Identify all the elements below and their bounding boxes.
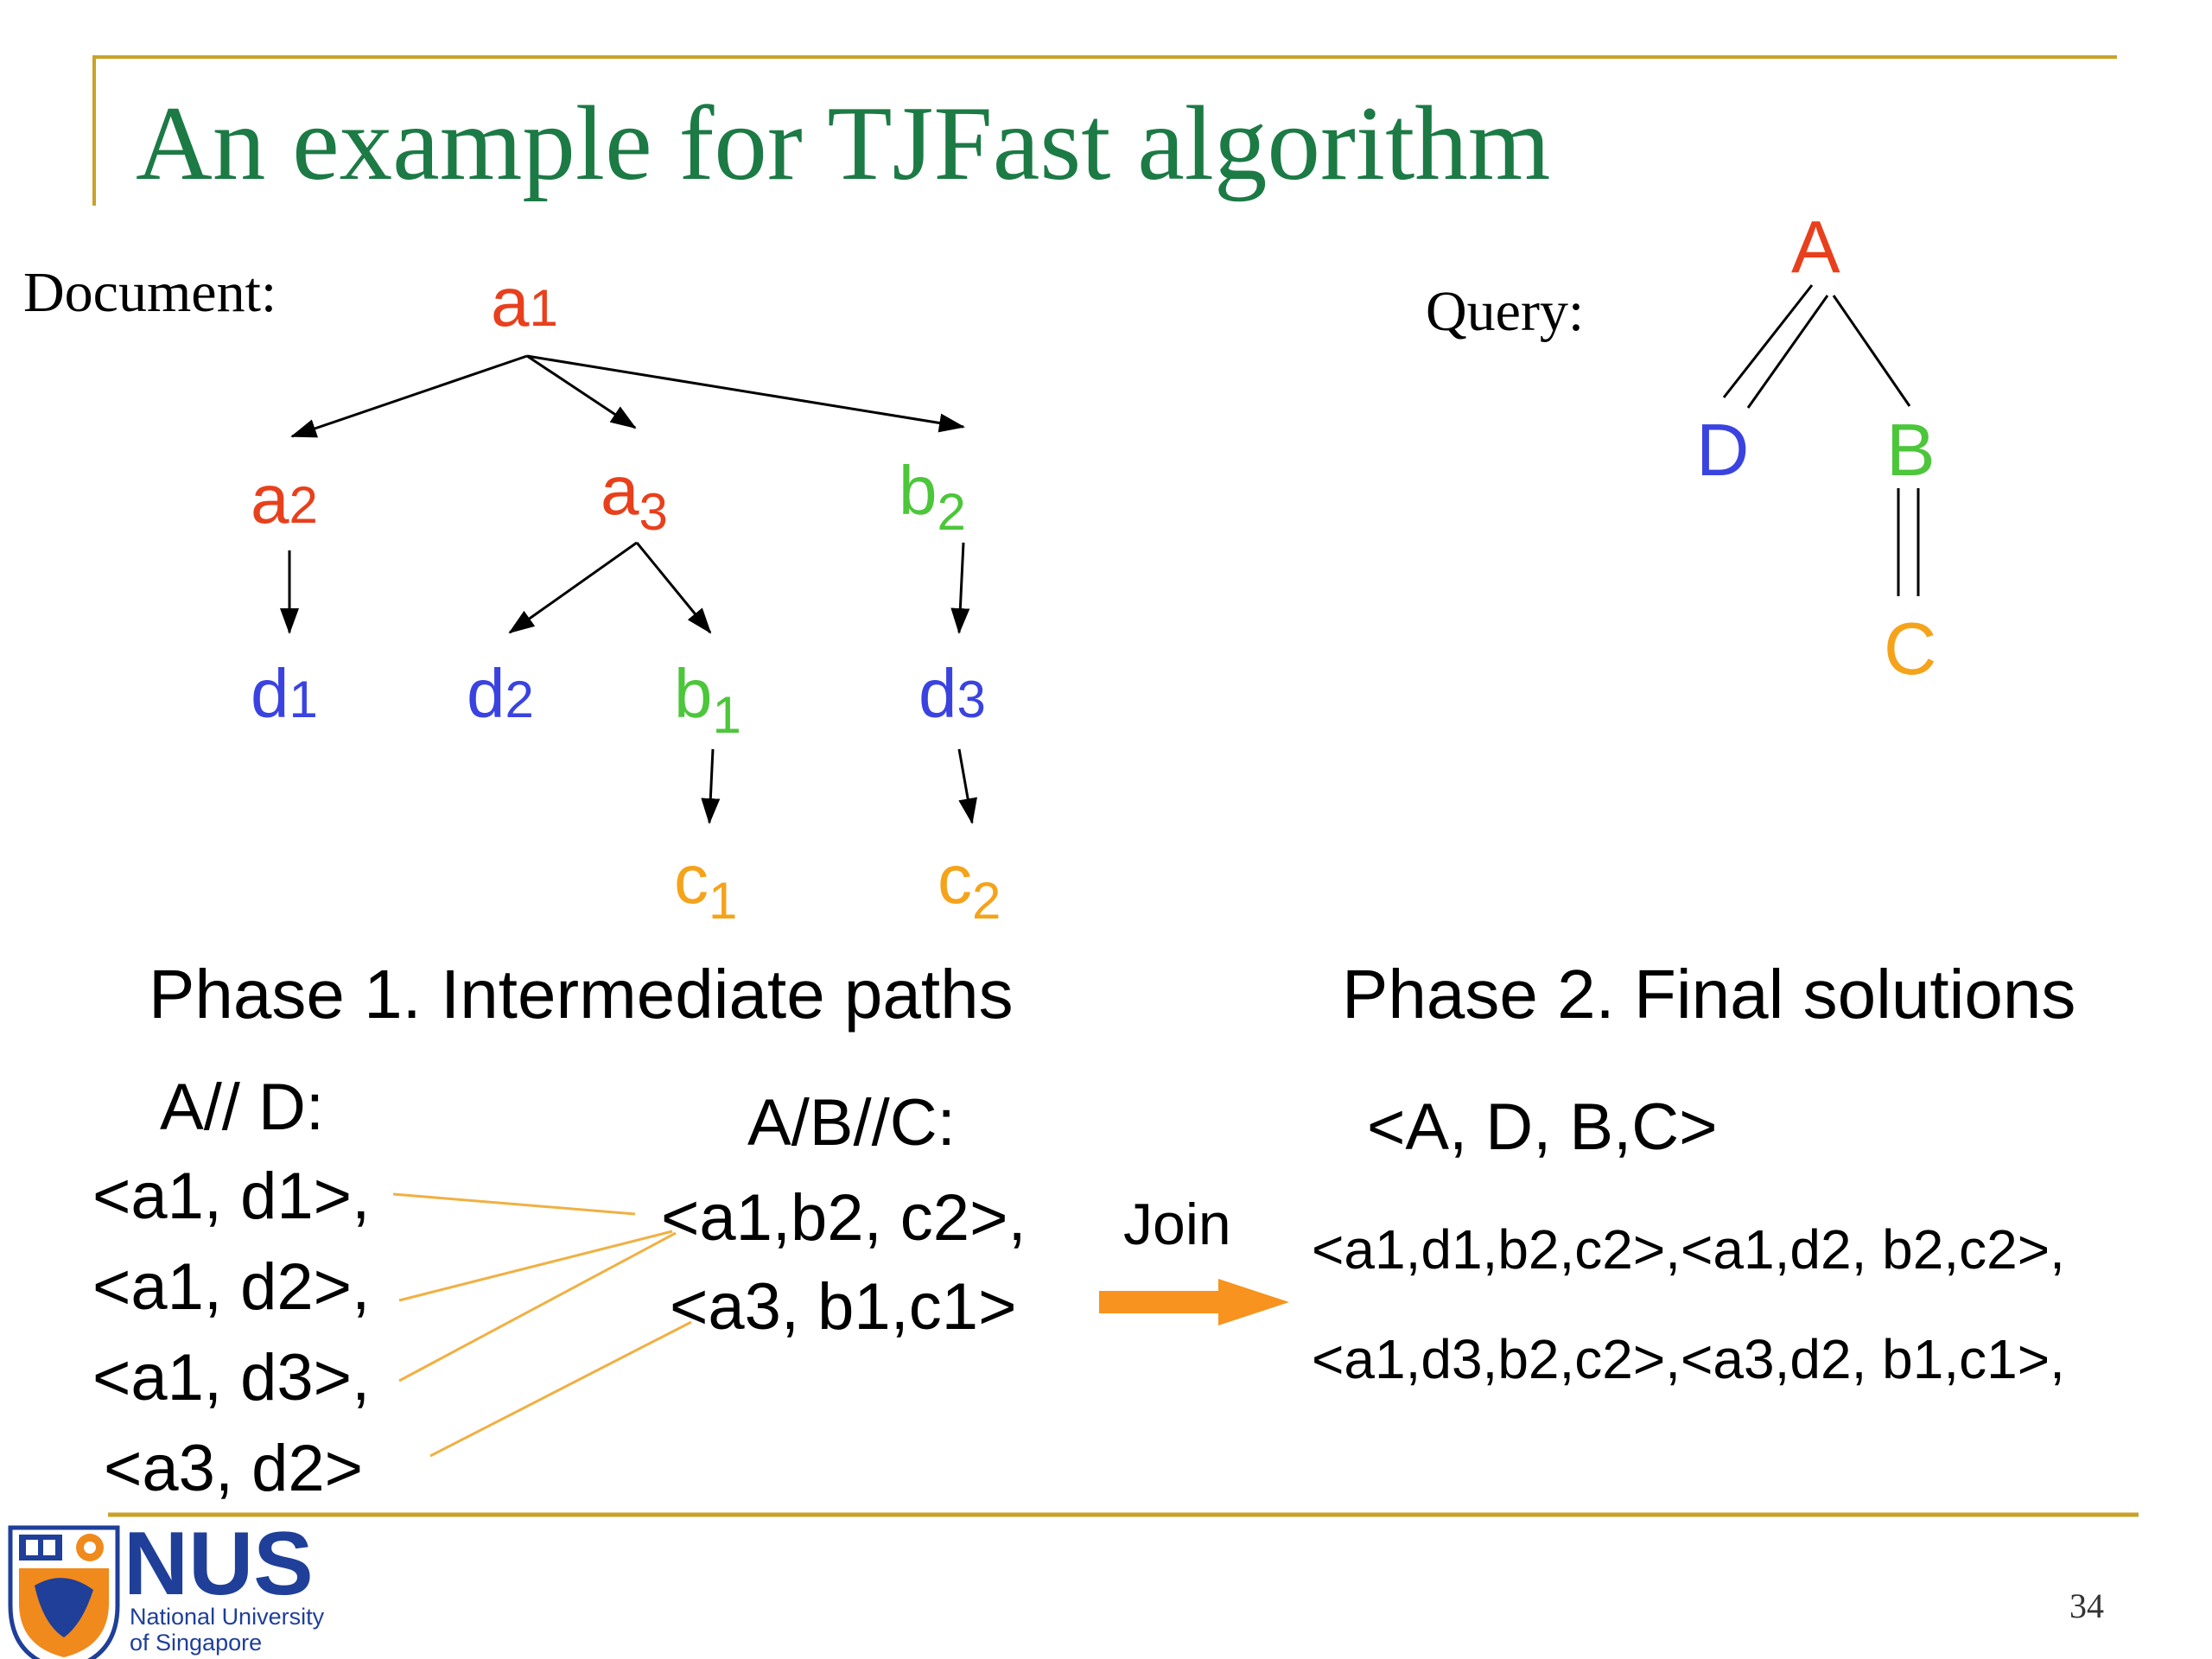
path-link-lines — [392, 1192, 692, 1458]
node-a3: a3 — [601, 452, 668, 541]
query-node-a: A — [1791, 207, 1840, 289]
link-a1d1-a1b2c2 — [392, 1192, 636, 1216]
node-b2: b2 — [899, 452, 966, 541]
nus-logo-line1: National University — [130, 1604, 325, 1630]
document-tree-nodes: a1 a2 a3 b2 d1 d2 b1 d3 c1 c2 — [251, 264, 1001, 930]
page-number: 34 — [2069, 1586, 2104, 1625]
slide-title: An example for TJFast algorithm — [136, 84, 1550, 202]
document-tree-edges — [280, 354, 977, 824]
phase2-heading: Phase 2. Final solutions — [1342, 956, 2075, 1033]
query-label: Query: — [1426, 280, 1584, 343]
ad-path-item: <a1, d3>, — [92, 1341, 370, 1414]
node-b1: b1 — [674, 655, 741, 744]
edge-a1-a2 — [290, 354, 528, 438]
abc-path-item: <a3, b1,c1> — [670, 1270, 1016, 1344]
nus-logo-name: NUS — [124, 1514, 314, 1614]
abc-label: A/B//C: — [747, 1086, 956, 1160]
query-tree: A D B C — [1696, 207, 1936, 690]
query-edge-a-d-1 — [1722, 284, 1814, 398]
query-edge-a-d-2 — [1746, 295, 1829, 409]
edge-b1-c1 — [701, 748, 721, 824]
query-edge-a-b — [1832, 295, 1911, 407]
ad-path-item: <a3, d2> — [104, 1432, 363, 1505]
solution-line: <a1,d3,b2,c2>,<a3,d2, b1,c1>, — [1312, 1328, 2065, 1390]
node-c1: c1 — [674, 841, 737, 930]
abc-path-list: <a1,b2, c2>, <a3, b1,c1> — [661, 1181, 1027, 1344]
edge-a1-a3 — [526, 354, 637, 429]
phase1-heading: Phase 1. Intermediate paths — [149, 956, 1014, 1033]
solution-line: <a1,d1,b2,c2>,<a1,d2, b2,c2>, — [1312, 1218, 2065, 1281]
edge-b2-d3 — [950, 542, 970, 634]
edge-a3-b1 — [635, 542, 712, 634]
node-a2: a2 — [251, 461, 318, 537]
link-a1d3-a1b2c2 — [398, 1231, 677, 1382]
node-d3: d3 — [918, 655, 986, 732]
node-d2: d2 — [467, 655, 534, 732]
node-a1: a1 — [491, 264, 558, 340]
nus-crest-icon — [8, 1525, 120, 1659]
node-d1: d1 — [251, 655, 318, 732]
ad-path-item: <a1, d2>, — [92, 1250, 370, 1324]
document-label: Document: — [23, 261, 276, 324]
link-a3d2-a3b1c1 — [429, 1320, 692, 1458]
solution-pattern: <A, D, B,C> — [1367, 1090, 1718, 1164]
link-a1d2-a1b2c2 — [398, 1230, 673, 1302]
ad-label: A// D: — [160, 1071, 324, 1144]
ad-path-list: <a1, d1>, <a1, d2>, <a1, d3>, <a3, d2> — [92, 1160, 370, 1505]
ad-path-item: <a1, d1>, — [92, 1160, 370, 1233]
edge-a3-d2 — [508, 541, 638, 634]
query-node-d: D — [1696, 410, 1749, 492]
query-edges — [1722, 284, 1920, 596]
solution-list: <a1,d1,b2,c2>,<a1,d2, b2,c2>, <a1,d3,b2,… — [1312, 1218, 2065, 1390]
edge-d3-c2 — [957, 748, 977, 824]
query-node-b: B — [1886, 410, 1936, 492]
join-label: Join — [1123, 1192, 1231, 1257]
nus-logo-line2: of Singapore — [130, 1630, 262, 1656]
nus-logo: NUS National University of Singapore — [8, 1514, 325, 1659]
abc-path-item: <a1,b2, c2>, — [661, 1181, 1027, 1255]
query-node-c: C — [1884, 608, 1936, 690]
edge-a1-b2 — [526, 354, 965, 433]
node-c2: c2 — [938, 841, 1001, 930]
join-arrow-icon — [1099, 1279, 1289, 1325]
